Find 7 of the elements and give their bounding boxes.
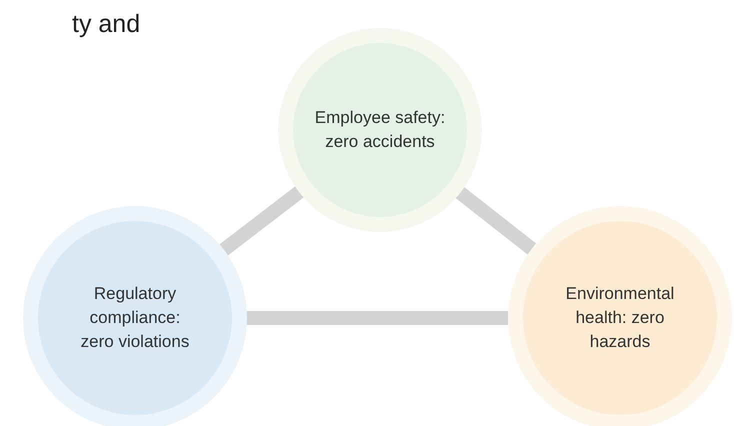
connector-bar [220, 184, 306, 256]
circle-label: Environmental health: zero hazards [564, 283, 676, 353]
circle-label: Employee safety: zero accidents [314, 107, 446, 153]
title: ty and [72, 10, 140, 39]
circle-label: Regulatory compliance: zero violations [80, 283, 190, 353]
connector-bar [244, 311, 508, 325]
connector-bar [454, 186, 536, 254]
